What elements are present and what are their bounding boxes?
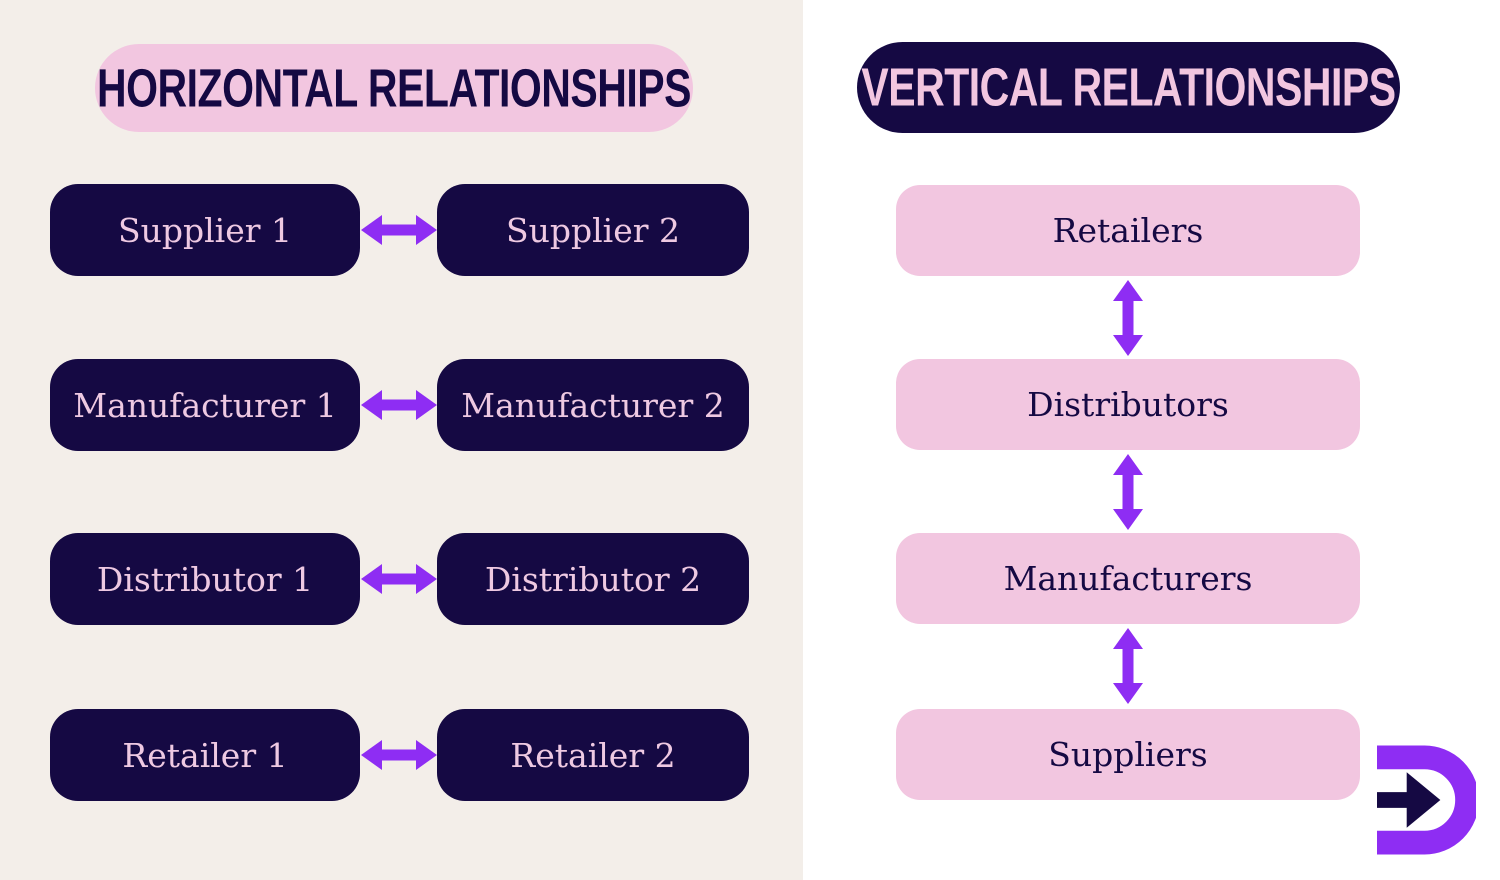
double-arrow-vertical-icon	[1113, 280, 1143, 356]
vertical-relationships-header: VERTICAL RELATIONSHIPS	[857, 42, 1400, 133]
node-manufacturer-2: Manufacturer 2	[437, 359, 749, 451]
node-manufacturer-1: Manufacturer 1	[50, 359, 360, 451]
node-distributor-2: Distributor 2	[437, 533, 749, 625]
double-arrow-horizontal-icon	[361, 390, 437, 420]
double-arrow-horizontal-icon	[361, 215, 437, 245]
node-retailer-2: Retailer 2	[437, 709, 749, 801]
double-arrow-horizontal-icon	[361, 564, 437, 594]
node-retailer-1: Retailer 1	[50, 709, 360, 801]
double-arrow-vertical-icon	[1113, 454, 1143, 530]
double-arrow-horizontal-icon	[361, 740, 437, 770]
node-distributors: Distributors	[896, 359, 1360, 450]
node-supplier-2: Supplier 2	[437, 184, 749, 276]
node-supplier-1: Supplier 1	[50, 184, 360, 276]
node-manufacturers: Manufacturers	[896, 533, 1360, 624]
horizontal-relationships-title: HORIZONTAL RELATIONSHIPS	[97, 56, 691, 118]
vertical-relationships-title: VERTICAL RELATIONSHIPS	[861, 56, 1396, 118]
double-arrow-vertical-icon	[1113, 628, 1143, 704]
arrow-right-d-logo-icon	[1377, 745, 1476, 855]
horizontal-relationships-header: HORIZONTAL RELATIONSHIPS	[95, 44, 693, 132]
node-suppliers: Suppliers	[896, 709, 1360, 800]
node-distributor-1: Distributor 1	[50, 533, 360, 625]
node-retailers: Retailers	[896, 185, 1360, 276]
